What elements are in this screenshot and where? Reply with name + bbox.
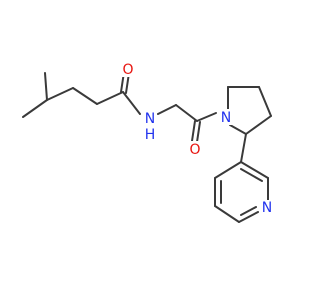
bond-c6-n <box>122 91 141 115</box>
bond-pyridine-c6-n-inner <box>240 206 257 216</box>
pyridine-nitrogen-label: N <box>262 200 272 216</box>
bond-c8-o-double-a <box>191 120 196 142</box>
bond-c5-c6 <box>96 91 124 105</box>
bond-pyridine-c5-c6 <box>214 205 240 223</box>
bond-lines <box>22 71 272 223</box>
bond-pyridine-c2-c3 <box>240 161 269 179</box>
bond-c1-c2 <box>44 72 48 101</box>
bond-c2-c3 <box>22 99 48 118</box>
bond-c4-c5 <box>72 87 98 105</box>
bond-pyrrolidine-to-pyridine <box>240 133 247 163</box>
bond-c8-o-double-b <box>196 121 201 143</box>
bond-ch2-c8 <box>175 104 198 122</box>
ketone-oxygen-label: O <box>189 142 200 158</box>
amide-nitrogen-label: N <box>145 111 155 127</box>
chemical-structure-diagram: O N H O N N <box>22 61 275 223</box>
bond-n-ch2 <box>157 104 177 115</box>
bond-pyrrolidine-c4-n <box>229 124 247 135</box>
bond-pyridine-c3-c4 <box>214 161 242 179</box>
carbonyl-oxygen-amide-label: O <box>122 62 133 78</box>
bond-c8-n <box>196 112 217 122</box>
bond-c2-c4 <box>46 87 74 101</box>
atom-labels: O N H O N N <box>121 61 275 216</box>
bond-pyridine-c2-c3-inner <box>240 168 263 182</box>
bond-pyridine-c6-n <box>238 211 259 223</box>
amide-hydrogen-label: H <box>145 127 156 143</box>
bond-pyrrolidine-c3-c4 <box>245 115 272 135</box>
bond-pyrrolidine-c2-c3 <box>258 86 272 117</box>
pyrrolidine-nitrogen-label: N <box>221 110 231 126</box>
